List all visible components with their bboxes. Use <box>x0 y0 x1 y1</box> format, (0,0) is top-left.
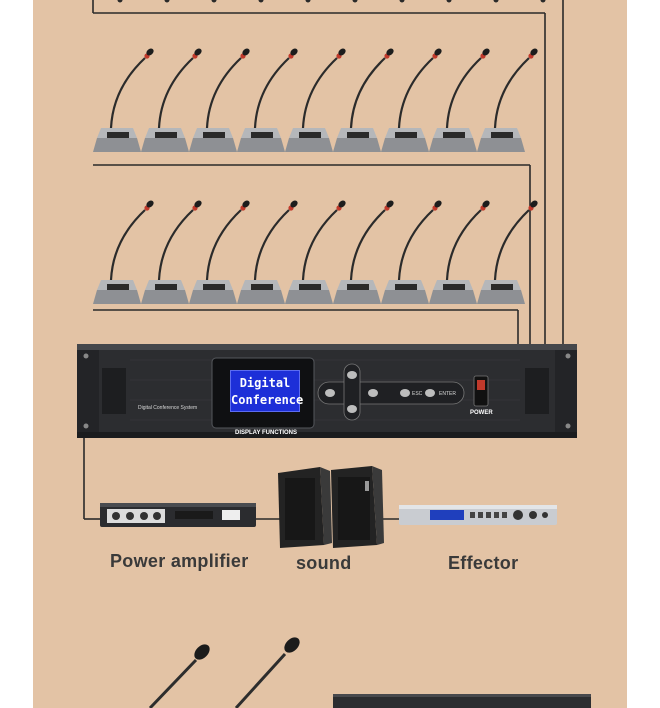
wiring <box>83 0 564 520</box>
connector-dot <box>540 0 546 3</box>
microphone-unit <box>477 200 538 304</box>
microphone-unit <box>477 48 538 152</box>
top-connector-dots <box>117 0 546 3</box>
power-amplifier-unit <box>100 503 256 527</box>
lcd-display: Digital Conference <box>230 370 304 412</box>
connector-dot <box>305 0 311 3</box>
bottom-rack-unit <box>333 694 591 708</box>
microphone-unit <box>381 48 442 152</box>
connector-dot <box>446 0 452 3</box>
microphone-unit <box>93 200 154 304</box>
microphone-unit <box>189 48 250 152</box>
microphone-unit <box>93 48 154 152</box>
lcd-line-2: Conference <box>231 393 304 407</box>
microphone-unit <box>333 48 394 152</box>
bottom-microphones <box>148 637 300 708</box>
connector-dot <box>493 0 499 3</box>
model-text: Digital Conference System <box>138 405 198 411</box>
effector-label: Effector <box>448 553 519 573</box>
connector-dot <box>258 0 264 3</box>
effector-unit <box>399 505 557 525</box>
microphone-unit <box>285 48 346 152</box>
display-functions-label: DISPLAY FUNCTIONS <box>235 430 298 436</box>
microphone-unit <box>429 48 490 152</box>
microphone-unit <box>141 48 202 152</box>
main-conference-unit <box>77 344 577 438</box>
power-amplifier-label: Power amplifier <box>110 551 249 571</box>
enter-label: ENTER <box>439 391 456 397</box>
speakers <box>278 466 384 548</box>
connector-dot <box>164 0 170 3</box>
microphone-unit <box>237 48 298 152</box>
connector-dot <box>211 0 217 3</box>
microphone-unit <box>189 200 250 304</box>
microphone-unit <box>381 200 442 304</box>
microphone-unit <box>429 200 490 304</box>
microphone-row-2 <box>93 200 538 304</box>
power-label: POWER <box>470 410 493 416</box>
microphone-row-1 <box>93 48 538 152</box>
connector-dot <box>352 0 358 3</box>
microphone-unit <box>333 200 394 304</box>
microphone-unit <box>237 200 298 304</box>
microphone-unit <box>141 200 202 304</box>
lcd-line-1: Digital <box>239 376 291 390</box>
esc-label: ESC <box>412 391 423 397</box>
connector-dot <box>399 0 405 3</box>
microphone-unit <box>285 200 346 304</box>
sound-label: sound <box>296 553 352 573</box>
connector-dot <box>117 0 123 3</box>
